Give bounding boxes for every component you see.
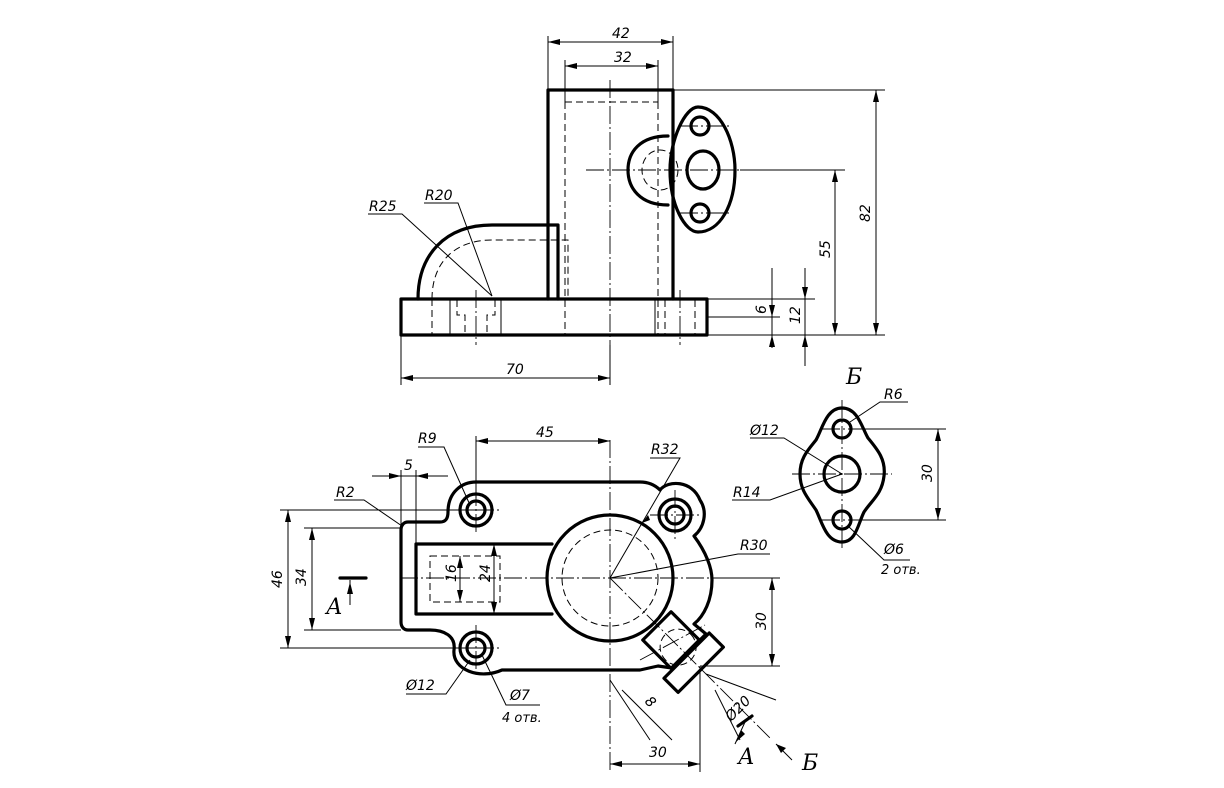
dim-30-view: 30	[920, 464, 936, 482]
dim-r20: R20	[425, 188, 453, 204]
dim-30-horizontal: 30	[649, 745, 667, 761]
dim-16: 16	[444, 564, 460, 582]
section-a-left: А	[324, 595, 343, 620]
dim-8: 8	[641, 694, 659, 712]
dim-r30: R30	[740, 538, 768, 554]
dim-5: 5	[404, 458, 413, 474]
vertical-cylinder	[546, 88, 675, 301]
section-a-right: А	[736, 745, 755, 770]
dim-r32: R32	[651, 442, 679, 458]
view-b-label: Б	[845, 365, 862, 390]
dim-dia12-plan: Ø12	[405, 678, 435, 694]
dim-46: 46	[270, 570, 286, 588]
dim-dia20: Ø20	[722, 693, 754, 725]
dim-24: 24	[478, 564, 494, 582]
dim-dia6: Ø6	[883, 542, 904, 558]
side-flange	[668, 105, 737, 234]
dim-r9: R9	[418, 431, 437, 447]
dim-42: 42	[612, 26, 630, 42]
dim-30-vertical: 30	[754, 612, 770, 630]
dim-34: 34	[294, 568, 310, 586]
base-plate	[399, 297, 709, 337]
elbow-pipe	[416, 223, 560, 301]
dim-45: 45	[536, 425, 554, 441]
dim-12: 12	[788, 306, 804, 324]
dim-r2: R2	[336, 485, 355, 501]
note-4-holes: 4 отв.	[502, 711, 542, 726]
view-b: Б R6 Ø12 R14 30 Ø6 2 отв.	[732, 365, 946, 578]
dim-32: 32	[614, 50, 632, 66]
arrow-b-label: Б	[801, 751, 818, 776]
note-2-holes: 2 отв.	[881, 563, 921, 578]
dim-55: 55	[818, 240, 834, 258]
dim-70: 70	[506, 362, 524, 378]
dim-r6: R6	[884, 387, 903, 403]
dim-r14: R14	[733, 485, 761, 501]
dim-dia7: Ø7	[509, 688, 530, 704]
dim-6: 6	[754, 305, 770, 314]
side-boss	[626, 134, 670, 207]
elbow-inner-dash	[431, 239, 569, 300]
plan-view: А R9 45 5 R2 R32 R30 46	[270, 425, 818, 776]
dim-r25: R25	[369, 199, 397, 215]
dim-dia12-view: Ø12	[749, 423, 779, 439]
plan-inner-slot	[414, 542, 554, 616]
dim-82: 82	[858, 204, 874, 222]
front-view: 42 32 82 55 12 6	[368, 26, 885, 385]
plan-outer-contour	[399, 480, 714, 676]
